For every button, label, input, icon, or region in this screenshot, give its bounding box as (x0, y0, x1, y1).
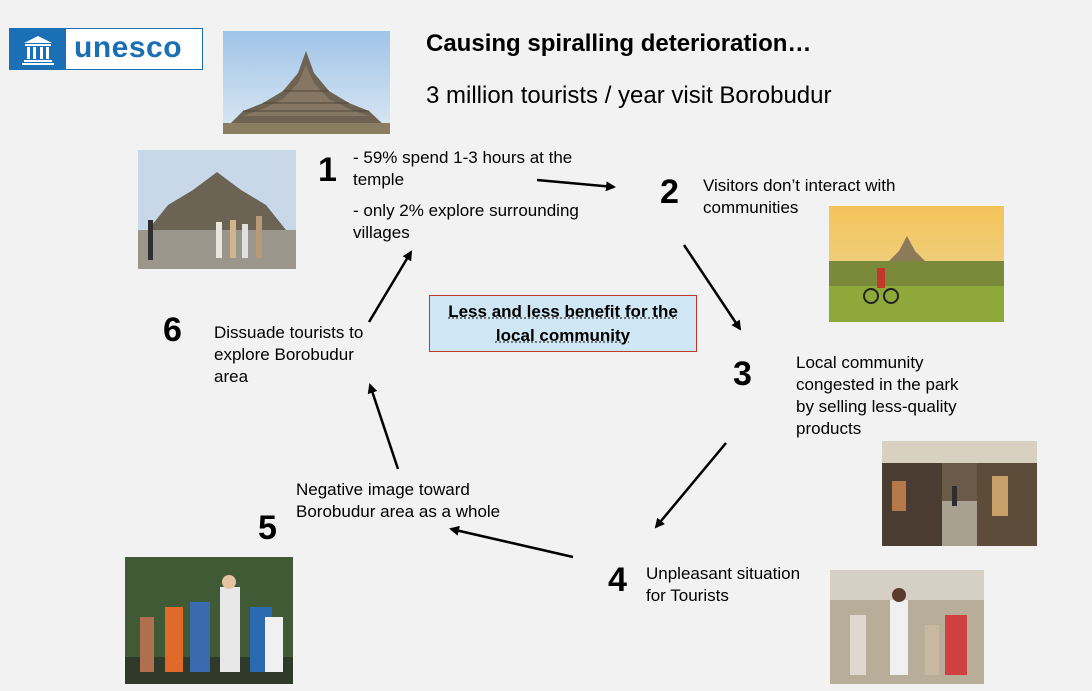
unesco-logo: unesco (9, 28, 203, 70)
market-stalls-photo (882, 441, 1037, 546)
step-6-text: Dissuade tourists to explore Borobudur a… (214, 323, 364, 386)
arrow-2-to-3 (682, 244, 742, 331)
step-5-number: 5 (258, 509, 277, 547)
center-callout-text: Less and less benefit for the local comm… (448, 302, 678, 345)
arrow-5-to-6 (367, 383, 400, 470)
borobudur-temple-photo (223, 31, 390, 134)
cyclist-countryside-photo (829, 206, 1004, 322)
tourists-at-temple-photo (138, 150, 296, 269)
arrow-3-to-4 (654, 442, 727, 529)
step-5-text: Negative image toward Borobudur area as … (296, 480, 501, 521)
step-4-number: 4 (608, 561, 627, 599)
arrow-4-to-5 (449, 525, 574, 559)
tourists-with-guides-photo (830, 570, 984, 684)
slide-subtitle: 3 million tourists / year visit Borobudu… (426, 82, 832, 109)
slide-title: Causing spiralling deterioration… (426, 30, 812, 57)
arrow-6-to-1 (367, 250, 413, 323)
step-1-text-line-2: - only 2% explore surrounding villages (353, 201, 579, 242)
local-people-group-photo (125, 557, 293, 684)
step-6-number: 6 (163, 311, 182, 349)
arrow-1-to-2 (536, 178, 616, 192)
step-3-text: Local community congested in the park by… (796, 353, 959, 438)
center-callout-box: Less and less benefit for the local comm… (429, 295, 697, 352)
step-1-number: 1 (318, 151, 337, 189)
step-3-number: 3 (733, 355, 752, 393)
temple-emblem-icon (10, 29, 66, 69)
step-1-text-line-1: - 59% spend 1-3 hours at the temple (353, 148, 573, 189)
logo-wordmark: unesco (74, 31, 183, 64)
step-2-number: 2 (660, 173, 679, 211)
step-4-text: Unpleasant situation for Tourists (646, 564, 801, 605)
step-2-text: Visitors don’t interact with communities (703, 176, 896, 217)
